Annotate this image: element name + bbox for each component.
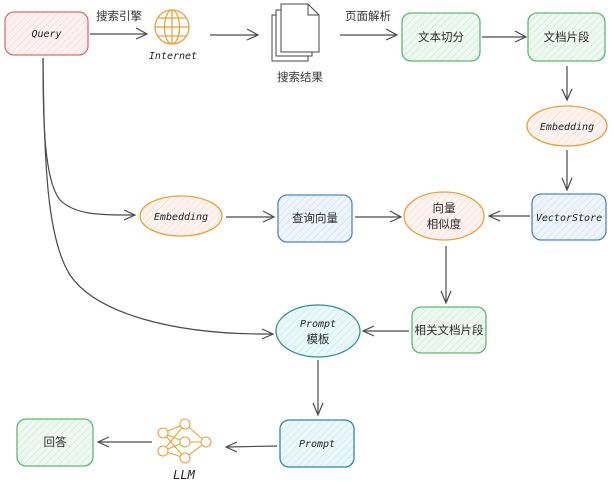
node-llm-label: LLM <box>173 468 195 482</box>
node-embedding-query-label: Embedding <box>154 212 208 223</box>
node-doc-chunks-label: 文档片段 <box>544 30 590 44</box>
edge-embedding-queryvector <box>226 210 276 223</box>
node-prompt-label: Prompt <box>299 439 335 450</box>
node-prompt-template-label-line2: 模板 <box>307 332 330 346</box>
node-text-split[interactable]: 文本切分 <box>401 12 481 62</box>
node-query-vector-label: 查询向量 <box>292 211 338 225</box>
node-prompt-template-label-line1: Prompt <box>300 319 336 330</box>
node-answer[interactable]: 回答 <box>16 418 94 467</box>
edge-docchunks-embedding <box>561 66 573 102</box>
node-search-results-label: 搜索结果 <box>277 70 323 84</box>
node-embedding-store[interactable]: Embedding <box>526 105 608 147</box>
node-prompt[interactable]: Prompt <box>279 419 355 468</box>
edge-label-page-parse: 页面解析 <box>345 9 391 23</box>
neural-network-icon <box>157 418 212 464</box>
node-internet-label: Internet <box>149 51 197 62</box>
edge-queryvector-similarity <box>355 210 403 223</box>
edge-embedding-vectorstore <box>561 150 573 192</box>
edge-query-embedding <box>42 57 137 221</box>
node-related-chunks-label: 相关文档片段 <box>415 323 484 337</box>
edge-internet-results <box>210 28 260 41</box>
edge-label-search-engine: 搜索引擎 <box>96 9 142 23</box>
node-vector-store[interactable]: VectorStore <box>531 193 607 241</box>
edge-textsplit-docchunks <box>482 30 528 43</box>
node-similarity-label-line1: 向量 <box>433 201 456 215</box>
node-related-chunks[interactable]: 相关文档片段 <box>411 306 487 354</box>
edge-vectorstore-similarity <box>487 210 530 222</box>
node-search-results[interactable]: 搜索结果 <box>271 3 323 84</box>
edge-llm-answer <box>96 436 152 448</box>
edge-prompt-llm <box>224 441 278 453</box>
documents-icon <box>271 3 320 62</box>
edge-similarity-related <box>440 246 452 305</box>
node-internet[interactable]: Internet <box>149 9 197 62</box>
node-answer-label: 回答 <box>44 435 67 449</box>
node-prompt-template[interactable]: Prompt 模板 <box>275 304 361 358</box>
node-vector-store-label: VectorStore <box>536 213 602 224</box>
edge-query-internet <box>90 27 149 40</box>
edge-related-prompttemplate <box>361 325 409 337</box>
node-similarity[interactable]: 向量 相似度 <box>403 191 485 241</box>
node-doc-chunks[interactable]: 文档片段 <box>527 12 606 62</box>
node-text-split-label: 文本切分 <box>418 30 464 44</box>
node-llm[interactable]: LLM <box>157 418 212 482</box>
globe-icon <box>154 9 190 45</box>
edge-prompttemplate-prompt <box>312 360 324 417</box>
node-query[interactable]: Query <box>4 11 89 56</box>
node-embedding-query[interactable]: Embedding <box>139 195 223 237</box>
edge-results-textsplit <box>340 28 399 41</box>
node-query-label: Query <box>31 29 61 40</box>
node-similarity-label-line2: 相似度 <box>427 217 462 231</box>
node-query-vector[interactable]: 查询向量 <box>277 194 353 243</box>
node-embedding-store-label: Embedding <box>540 122 594 133</box>
edge-query-prompttemplate <box>42 57 275 340</box>
